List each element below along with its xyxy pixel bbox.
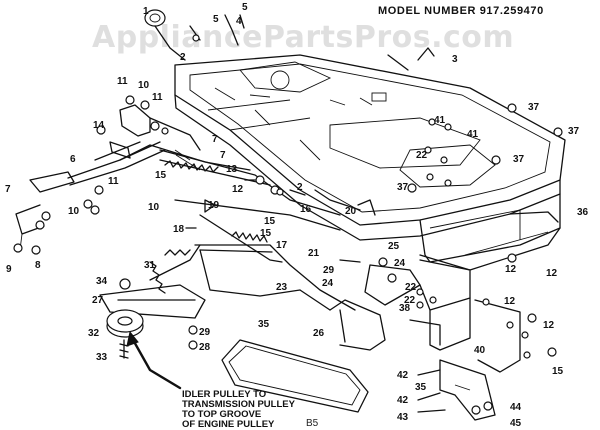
callout-44: 44 <box>510 402 522 413</box>
callout-28: 28 <box>199 342 211 353</box>
callout-12b: 12 <box>505 264 517 275</box>
callout-41a: 41 <box>434 115 446 126</box>
callout-45: 45 <box>510 418 522 429</box>
callout-37c: 37 <box>513 154 525 165</box>
callout-7a: 7 <box>5 184 11 195</box>
callout-25: 25 <box>388 241 400 252</box>
callout-24a: 24 <box>394 258 406 269</box>
callout-4: 4 <box>236 16 242 27</box>
callout-14: 14 <box>93 120 105 131</box>
page-code: B5 <box>306 418 319 429</box>
callout-6: 6 <box>70 154 76 165</box>
callout-15d: 15 <box>552 366 564 377</box>
callout-29a: 29 <box>199 327 211 338</box>
callout-27: 27 <box>92 295 104 306</box>
note-line-1: IDLER PULLEY TO <box>182 389 267 400</box>
callout-10a: 10 <box>138 80 150 91</box>
callout-42b: 42 <box>397 395 409 406</box>
callout-32: 32 <box>88 328 100 339</box>
callout-15a: 15 <box>155 170 167 181</box>
callout-41b: 41 <box>467 129 479 140</box>
callout-33: 33 <box>96 352 108 363</box>
callout-36: 36 <box>577 207 589 218</box>
callout-40: 40 <box>474 345 486 356</box>
callout-10c: 10 <box>68 206 80 217</box>
callout-8: 8 <box>35 260 41 271</box>
callout-19: 19 <box>208 200 220 211</box>
note-line-4: OF ENGINE PULLEY <box>182 419 275 430</box>
callout-31: 31 <box>144 260 156 271</box>
callout-7b: 7 <box>212 134 218 145</box>
callout-11b: 11 <box>152 92 163 103</box>
callout-10b: 10 <box>148 202 160 213</box>
callout-34: 34 <box>96 276 108 287</box>
callout-22c: 22 <box>404 295 416 306</box>
callout-23: 23 <box>276 282 288 293</box>
callout-24b: 24 <box>322 278 334 289</box>
callout-5: 5 <box>213 14 219 25</box>
callout-22b: 22 <box>405 282 417 293</box>
idler-pulley-note: IDLER PULLEY TO TRANSMISSION PULLEY TO T… <box>182 390 332 430</box>
callout-2: 2 <box>180 52 186 63</box>
callout-21: 21 <box>308 248 320 259</box>
callout-37b: 37 <box>568 126 580 137</box>
callout-38: 38 <box>399 303 411 314</box>
callout-3: 3 <box>452 54 458 65</box>
right-brackets <box>276 54 563 421</box>
callout-43: 43 <box>397 412 409 423</box>
callout-15c: 15 <box>264 216 276 227</box>
callout-37a: 37 <box>528 102 540 113</box>
note-line-3: TO TOP GROOVE <box>182 409 262 420</box>
idler-pulley-assembly <box>99 244 369 413</box>
linkage-assembly <box>13 9 361 311</box>
callout-12d: 12 <box>546 268 558 279</box>
callout-11a: 11 <box>117 76 128 87</box>
callout-labels: 1 2 3 4 5 5 6 7 7 7 8 9 10 10 10 11 11 1… <box>5 2 589 429</box>
callout-13: 13 <box>226 164 238 175</box>
callout-20: 20 <box>345 206 357 217</box>
callout-18: 18 <box>173 224 185 235</box>
callout-35b: 35 <box>415 382 427 393</box>
callout-42a: 42 <box>397 370 409 381</box>
callout-15b: 15 <box>260 228 272 239</box>
callout-12a: 12 <box>232 184 244 195</box>
callout-12e: 12 <box>504 296 516 307</box>
callout-17: 17 <box>276 240 288 251</box>
callout-12c: 12 <box>543 320 555 331</box>
callout-1: 1 <box>143 6 149 17</box>
callout-22a: 22 <box>416 150 428 161</box>
note-line-2: TRANSMISSION PULLEY <box>182 399 295 410</box>
callout-11c: 11 <box>108 176 119 187</box>
callout-29b: 29 <box>323 265 335 276</box>
callout-35a: 35 <box>258 319 270 330</box>
callout-37d: 37 <box>397 182 409 193</box>
model-number-label: MODEL NUMBER 917.259470 <box>378 5 544 17</box>
callout-9: 9 <box>6 264 12 275</box>
callout-5b: 5 <box>242 2 248 13</box>
chassis-frame <box>174 47 566 271</box>
callout-2b: 2 <box>297 182 303 193</box>
callout-16: 16 <box>300 204 312 215</box>
callout-26: 26 <box>313 328 325 339</box>
callout-7c: 7 <box>220 150 226 161</box>
